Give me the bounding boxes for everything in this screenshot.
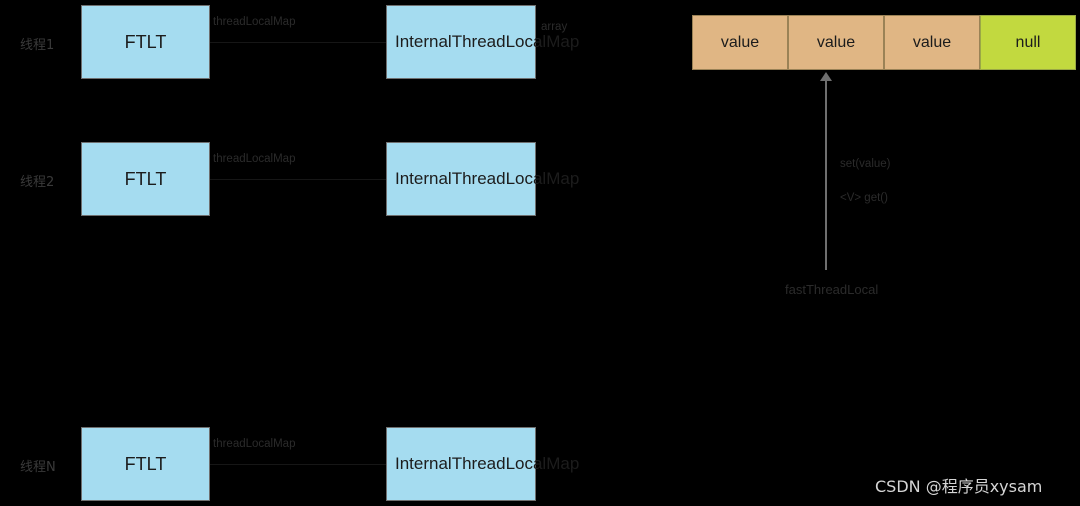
ftlt-box-row-1[interactable]: FTLT [81,5,210,79]
connector-ftlt-to-map-row-2 [210,179,386,180]
array-cell-1[interactable]: value [788,15,884,70]
thread-label-row-n: 线程N [20,460,56,475]
connector-ftlt-to-map-row-1 [210,42,386,43]
array-cell-3[interactable]: null [980,15,1076,70]
arrow-shaft-fastthreadlocal-to-array [825,80,827,270]
ftlt-box-row-n[interactable]: FTLT [81,427,210,501]
internal-thread-local-map-box-row-n[interactable]: InternalThreadLocalMap [386,427,579,501]
array-cell-0[interactable]: value [692,15,788,70]
thread-label-row-1: 线程1 [20,38,55,53]
edge-label-threadlocalmap-row-n: threadLocalMap [213,438,296,450]
edge-label-threadlocalmap-row-2: threadLocalMap [213,153,296,165]
connector-ftlt-to-map-row-n [210,464,386,465]
watermark: CSDN @程序员xysam [875,477,1043,496]
internal-thread-local-map-box-row-2[interactable]: InternalThreadLocalMap [386,142,579,216]
arrow-head-icon [820,72,832,81]
arrow-note-set: set(value) [840,158,891,170]
edge-label-threadlocalmap-row-1: threadLocalMap [213,16,296,28]
thread-label-row-2: 线程2 [20,175,55,190]
arrow-origin-label-fastthreadlocal: fastThreadLocal [785,282,879,297]
arrow-note-get: <V> get() [840,192,888,204]
ftlt-box-row-2[interactable]: FTLT [81,142,210,216]
edge-label-array-row-1: array [541,21,568,33]
array-cell-2[interactable]: value [884,15,980,70]
internal-thread-local-map-box-row-1[interactable]: InternalThreadLocalMap [386,5,579,79]
